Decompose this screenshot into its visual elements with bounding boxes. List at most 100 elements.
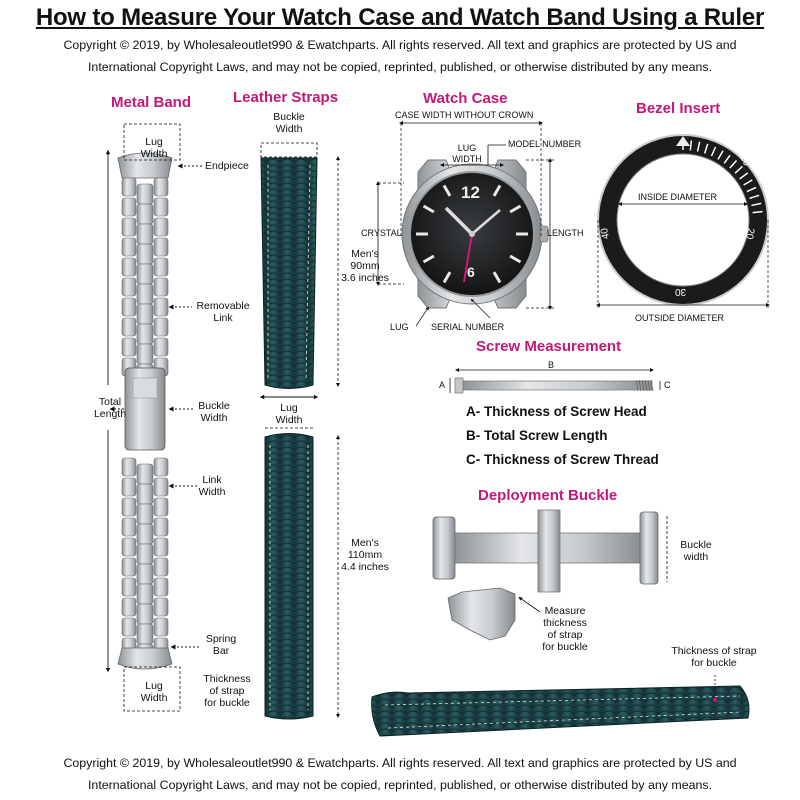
length-label: LENGTH	[547, 228, 584, 238]
band-link-outer	[121, 497, 137, 517]
screw-thread-line	[638, 379, 642, 392]
bezel-numeral-40: 40	[599, 227, 612, 240]
bezel-minute-tick	[717, 150, 724, 160]
dial-hour-marker	[422, 254, 435, 264]
band-link-outer	[121, 217, 137, 237]
band-link-outer	[121, 277, 137, 297]
model-number-label: MODEL NUMBER	[508, 139, 582, 149]
band-link-center	[136, 603, 154, 625]
bezel-minute-tick	[743, 179, 753, 186]
band-link-center	[136, 243, 154, 265]
screw-thread-line	[650, 379, 654, 392]
band-link-outer	[153, 337, 169, 357]
deployment-buckle-heading: Deployment Buckle	[478, 487, 618, 504]
band-link-outer	[153, 317, 169, 337]
band-link-center	[136, 203, 154, 225]
screw-thread-line	[635, 379, 639, 392]
band-link-outer	[121, 237, 137, 257]
band-link-center	[136, 263, 154, 285]
bezel-minute-tick	[729, 160, 738, 169]
screw-a-label: A	[439, 380, 446, 390]
band-link-center	[136, 543, 154, 565]
bezel-minute-tick	[751, 202, 762, 207]
screw-graphic	[449, 368, 661, 394]
outside-diameter-label: OUTSIDE DIAMETER	[635, 313, 725, 323]
band-link-outer	[153, 557, 169, 577]
band-link-outer	[153, 257, 169, 277]
band-link-outer	[121, 457, 137, 477]
bezel-minute-tick	[710, 146, 717, 157]
band-link-center	[136, 563, 154, 585]
band-link-outer	[121, 337, 137, 357]
screw-b-label: B	[548, 360, 555, 370]
band-link-outer	[153, 537, 169, 557]
band-link-outer	[153, 617, 169, 637]
band-link-center	[136, 483, 154, 505]
band-link-outer	[153, 217, 169, 237]
band-link-center	[136, 523, 154, 545]
screw-legend-b: B- Total Screw Length	[466, 428, 608, 443]
dial-hour-marker	[442, 271, 452, 284]
band-link-outer	[121, 557, 137, 577]
band-link-center	[136, 623, 154, 645]
dial-numeral-12: 12	[461, 183, 480, 202]
bezel-minute-tick	[746, 186, 757, 193]
band-link-outer	[121, 577, 137, 597]
dial-hour-marker	[509, 254, 522, 264]
band-link-outer	[121, 177, 137, 197]
band-link-center	[136, 283, 154, 305]
endpiece-label: Endpiece	[205, 160, 249, 172]
copyright-line2: International Copyright Laws, and may no…	[87, 778, 713, 792]
metal-band-graphic	[105, 123, 203, 712]
band-link-outer	[153, 517, 169, 537]
bezel-insert-graphic	[596, 134, 770, 308]
screw-thread-line	[644, 379, 648, 392]
dial-numeral-6: 6	[467, 264, 475, 280]
crystal-label: CRYSTAL	[361, 228, 402, 238]
dial-hour-marker	[509, 204, 522, 214]
band-link-outer	[153, 297, 169, 317]
copyright-bottom: Copyright © 2019, by Wholesaleoutlet990 …	[0, 752, 800, 796]
band-link-outer	[153, 457, 169, 477]
screw-thread-line	[647, 379, 651, 392]
copyright-line1: Copyright © 2019, by Wholesaleoutlet990 …	[63, 38, 737, 52]
screw-c-label: C	[664, 380, 671, 390]
band-link-center	[136, 343, 154, 365]
leather-straps-heading: Leather Straps	[233, 89, 339, 106]
band-link-center	[136, 323, 154, 345]
watch-case-heading: Watch Case	[423, 90, 508, 107]
bezel-numeral-30: 30	[675, 286, 687, 297]
band-link-outer	[153, 497, 169, 517]
band-link-center	[136, 583, 154, 605]
band-link-outer	[153, 597, 169, 617]
band-link-center	[136, 223, 154, 245]
band-link-outer	[121, 297, 137, 317]
bezel-minute-tick	[734, 165, 743, 174]
bezel-insert-heading: Bezel Insert	[636, 100, 721, 117]
bezel-minute-tick	[723, 154, 731, 164]
band-link-outer	[121, 257, 137, 277]
band-link-center	[136, 303, 154, 325]
serial-number-label: SERIAL NUMBER	[431, 322, 505, 332]
page-title: How to Measure Your Watch Case and Watch…	[35, 4, 765, 31]
screw-heading: Screw Measurement	[476, 338, 622, 355]
dial-hour-marker	[492, 271, 502, 284]
inside-diameter-label: INSIDE DIAMETER	[638, 192, 718, 202]
band-link-outer	[153, 197, 169, 217]
band-link-outer	[153, 577, 169, 597]
case-width-label: CASE WIDTH WITHOUT CROWN	[395, 110, 534, 120]
metal-band-heading: Metal Band	[111, 94, 192, 111]
leather-strap-graphic	[259, 142, 340, 720]
copyright-line2: International Copyright Laws, and may no…	[87, 60, 713, 74]
